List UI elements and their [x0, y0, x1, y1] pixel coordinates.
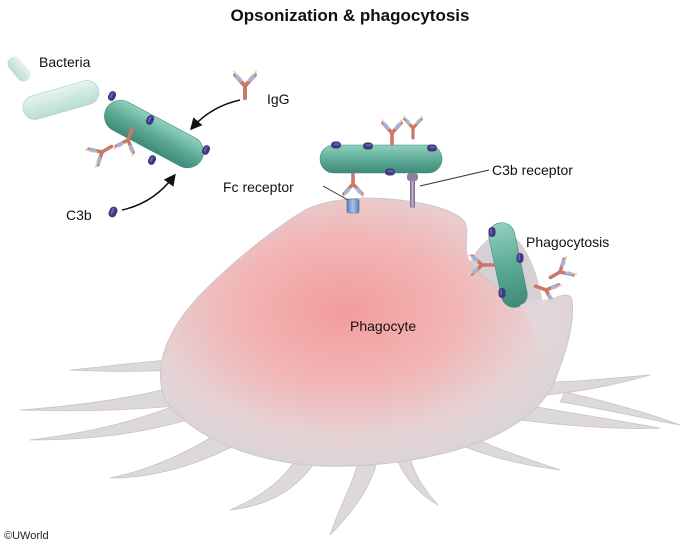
arrow-igg	[190, 99, 241, 131]
phagocyte-cell	[19, 197, 681, 536]
label-igg: IgG	[267, 91, 290, 107]
arrow-c3b	[121, 173, 176, 211]
label-c3b: C3b	[66, 207, 92, 223]
label-phagocytosis: Phagocytosis	[526, 234, 610, 250]
bacterium-unopsonized	[22, 80, 100, 120]
bacterium-faint	[7, 56, 31, 82]
c3b-free	[107, 205, 119, 219]
leader-c3b-receptor	[419, 169, 490, 187]
fc-receptor	[340, 171, 366, 214]
copyright-text: ©UWorld	[4, 530, 49, 542]
bacterium-opsonized	[83, 89, 212, 170]
leader-fc-receptor	[322, 185, 349, 201]
label-c3b-receptor: C3b receptor	[492, 162, 573, 178]
bacterium-engulfed	[467, 222, 579, 308]
label-fc-receptor: Fc receptor	[223, 179, 294, 195]
label-phagocyte: Phagocyte	[350, 318, 417, 334]
bacterium-bound	[319, 114, 443, 176]
igg-free	[231, 69, 259, 101]
diagram-title: Opsonization & phagocytosis	[230, 6, 470, 25]
label-bacteria: Bacteria	[39, 54, 91, 70]
c3b-receptor	[407, 173, 418, 208]
